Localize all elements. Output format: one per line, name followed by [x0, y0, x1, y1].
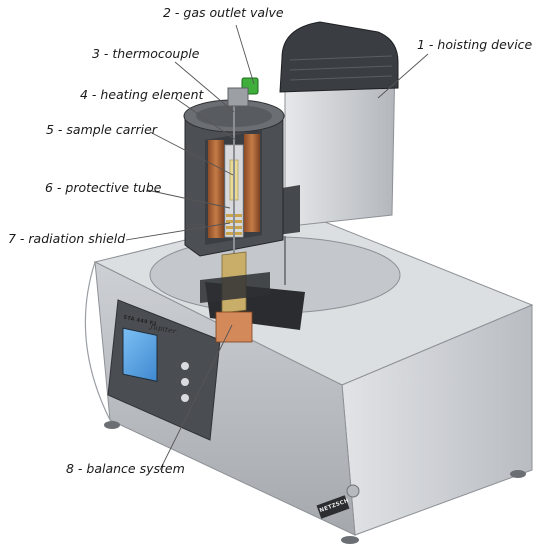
panel-button-3	[181, 394, 189, 402]
leader-gas-outlet-valve	[235, 24, 255, 85]
brand-badge	[316, 495, 350, 519]
heating-element-left	[208, 140, 224, 238]
hoisting-tower	[270, 21, 399, 285]
label-sample-carrier: 5 - sample carrier	[46, 122, 157, 137]
label-thermocouple: 3 - thermocouple	[92, 46, 200, 61]
label-heating-element: 4 - heating element	[80, 87, 204, 102]
leader-thermocouple	[174, 61, 235, 113]
panel-button-1	[181, 362, 189, 370]
furnace-assembly	[183, 77, 285, 343]
label-hoisting-device: 1 - hoisting device	[417, 37, 533, 52]
leader-sample-carrier	[149, 131, 234, 176]
balance-system	[215, 311, 253, 343]
gas-outlet-valve	[227, 77, 259, 107]
label-protective-tube: 6 - protective tube	[45, 180, 162, 195]
label-radiation-shield: 7 - radiation shield	[8, 231, 126, 246]
leader-protective-tube	[146, 189, 231, 209]
leader-lines	[125, 24, 429, 471]
leader-balance-system	[159, 324, 233, 471]
label-gas-outlet-valve: 2 - gas outlet valve	[163, 5, 284, 20]
leader-heating-element	[174, 97, 237, 141]
label-balance-system: 8 - balance system	[66, 461, 185, 476]
leader-radiation-shield	[125, 222, 231, 241]
heating-element-right	[244, 134, 260, 232]
panel-button-2	[181, 378, 189, 386]
leader-hoisting-device	[377, 53, 429, 99]
display-screen	[122, 327, 158, 382]
